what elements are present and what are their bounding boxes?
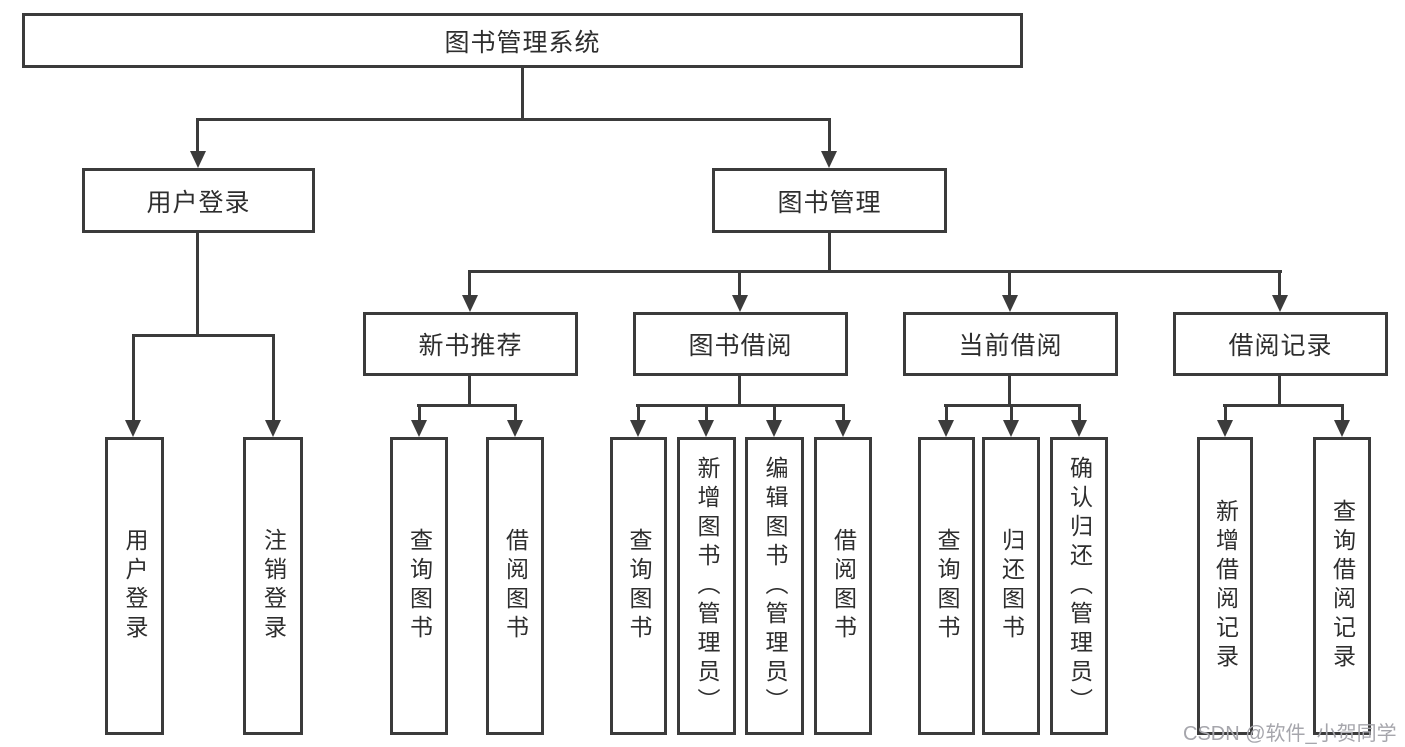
arrow-down-icon <box>411 420 427 437</box>
connector-line <box>417 404 517 407</box>
leaf-borrowing-borrow-books: 借阅图书 <box>814 437 872 735</box>
arrow-down-icon <box>507 420 523 437</box>
connector-line <box>196 233 199 337</box>
connector-line <box>521 68 524 120</box>
leaf-current-return-books: 归还图书 <box>982 437 1040 735</box>
node-current-borrowing-label: 当前借阅 <box>958 332 1063 360</box>
arrow-down-icon <box>462 295 478 312</box>
connector-line <box>1010 404 1013 422</box>
arrow-down-icon <box>698 420 714 437</box>
arrow-down-icon <box>766 420 782 437</box>
leaf-recommend-query-books-label: 查询图书 <box>406 528 433 644</box>
connector-line <box>132 334 275 337</box>
leaf-current-query-books: 查询图书 <box>918 437 975 735</box>
connector-line <box>196 118 199 154</box>
leaf-recommend-borrow-books: 借阅图书 <box>486 437 544 735</box>
leaf-user-login-label: 用户登录 <box>122 528 148 644</box>
arrow-down-icon <box>732 295 748 312</box>
connector-line <box>637 404 640 422</box>
leaf-borrowing-edit-books-admin-label: 编辑图书（管理员） <box>762 455 788 717</box>
leaf-logout: 注销登录 <box>243 437 303 735</box>
leaf-borrowing-edit-books-admin: 编辑图书（管理员） <box>745 437 804 735</box>
leaf-records-add-record-label: 新增借阅记录 <box>1212 499 1239 673</box>
arrow-down-icon <box>265 420 281 437</box>
leaf-borrowing-add-books-admin: 新增图书（管理员） <box>677 437 736 735</box>
connector-line <box>1278 270 1281 297</box>
leaf-borrowing-query-books-label: 查询图书 <box>626 528 652 644</box>
connector-line <box>1341 404 1344 422</box>
leaf-borrowing-borrow-books-label: 借阅图书 <box>830 528 857 644</box>
connector-line <box>272 334 275 422</box>
node-book-management: 图书管理 <box>712 168 947 233</box>
connector-line <box>468 270 471 297</box>
arrow-down-icon <box>1272 295 1288 312</box>
connector-line <box>468 270 1282 273</box>
connector-line <box>773 404 776 422</box>
arrow-down-icon <box>1002 295 1018 312</box>
node-new-book-recommend: 新书推荐 <box>363 312 578 376</box>
leaf-recommend-borrow-books-label: 借阅图书 <box>502 528 529 644</box>
connector-line <box>945 404 948 422</box>
connector-line <box>738 270 741 297</box>
leaf-user-login: 用户登录 <box>105 437 164 735</box>
connector-line <box>468 376 471 407</box>
leaf-borrowing-add-books-admin-label: 新增图书（管理员） <box>694 455 720 717</box>
node-root-label: 图书管理系统 <box>444 28 601 57</box>
connector-line <box>636 404 845 407</box>
connector-line <box>1278 376 1281 407</box>
arrow-down-icon <box>835 420 851 437</box>
node-book-management-label: 图书管理 <box>777 188 882 217</box>
csdn-watermark: CSDN @软件_小贺同学 <box>1183 723 1397 745</box>
arrow-down-icon <box>1003 420 1019 437</box>
arrow-down-icon <box>190 151 206 168</box>
leaf-current-confirm-return-admin: 确认归还（管理员） <box>1050 437 1108 735</box>
leaf-records-query-record-label: 查询借阅记录 <box>1329 499 1356 673</box>
node-book-borrowing: 图书借阅 <box>633 312 848 376</box>
leaf-current-return-books-label: 归还图书 <box>998 528 1025 644</box>
node-book-borrowing-label: 图书借阅 <box>688 332 793 360</box>
connector-line <box>705 404 708 422</box>
connector-line <box>196 118 831 121</box>
arrow-down-icon <box>1071 420 1087 437</box>
connector-line <box>1223 404 1344 407</box>
connector-line <box>132 334 135 422</box>
arrow-down-icon <box>938 420 954 437</box>
leaf-current-query-books-label: 查询图书 <box>934 528 960 644</box>
connector-line <box>738 376 741 407</box>
node-borrow-records: 借阅记录 <box>1173 312 1388 376</box>
connector-line <box>1078 404 1081 422</box>
connector-line <box>1008 376 1011 407</box>
arrow-down-icon <box>1217 420 1233 437</box>
node-user-login-label: 用户登录 <box>146 188 251 217</box>
connector-line <box>828 118 831 154</box>
leaf-borrowing-query-books: 查询图书 <box>610 437 667 735</box>
arrow-down-icon <box>821 151 837 168</box>
node-current-borrowing: 当前借阅 <box>903 312 1118 376</box>
connector-line <box>828 233 831 273</box>
leaf-logout-label: 注销登录 <box>260 528 287 644</box>
arrow-down-icon <box>630 420 646 437</box>
node-user-login: 用户登录 <box>82 168 315 233</box>
node-new-book-recommend-label: 新书推荐 <box>418 332 523 360</box>
node-borrow-records-label: 借阅记录 <box>1228 332 1333 360</box>
connector-line <box>514 404 517 422</box>
connector-line <box>418 404 421 422</box>
connector-line <box>1008 270 1011 297</box>
leaf-recommend-query-books: 查询图书 <box>390 437 448 735</box>
leaf-current-confirm-return-admin-label: 确认归还（管理员） <box>1066 455 1093 717</box>
leaf-records-query-record: 查询借阅记录 <box>1313 437 1371 735</box>
leaf-records-add-record: 新增借阅记录 <box>1197 437 1253 735</box>
connector-line <box>842 404 845 422</box>
arrow-down-icon <box>1334 420 1350 437</box>
connector-line <box>1224 404 1227 422</box>
arrow-down-icon <box>125 420 141 437</box>
node-root: 图书管理系统 <box>22 13 1023 68</box>
